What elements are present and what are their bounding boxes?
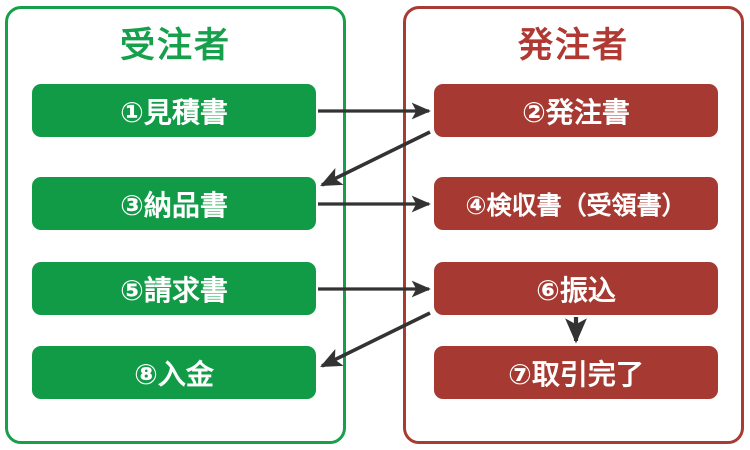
panel-supplier: 受注者 (5, 6, 346, 444)
panel-buyer: 発注者 (403, 6, 744, 444)
step-box-1-estimate: ①見積書 (32, 84, 316, 137)
panel-title-buyer: 発注者 (517, 26, 629, 66)
step-box-5-invoice: ⑤請求書 (32, 262, 316, 315)
panel-title-supplier: 受注者 (119, 26, 231, 66)
step-box-3-delivery-note: ③納品書 (32, 177, 316, 230)
step-box-2-purchase-order: ②発注書 (434, 84, 718, 137)
step-box-4-acceptance-certificate: ④検収書（受領書） (434, 177, 718, 230)
step-box-7-transaction-complete: ⑦取引完了 (434, 346, 718, 399)
step-box-6-bank-transfer: ⑥振込 (434, 262, 718, 315)
step-box-8-payment-received: ⑧入金 (32, 346, 316, 399)
